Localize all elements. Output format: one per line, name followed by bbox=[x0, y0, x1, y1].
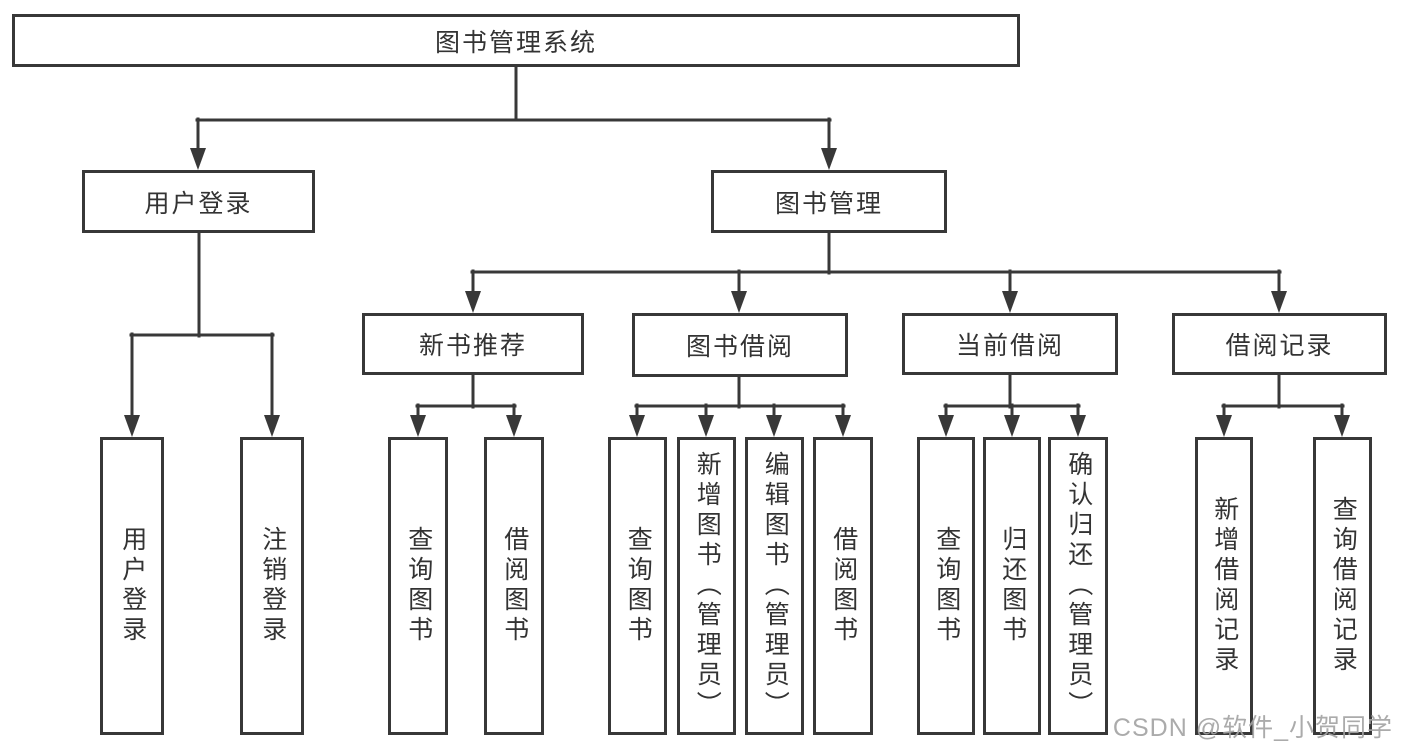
arrowhead-icon bbox=[1002, 291, 1018, 313]
leaf-label: 查询借阅记录 bbox=[1329, 496, 1358, 676]
leaf-label: 新增借阅记录 bbox=[1210, 496, 1239, 676]
node-current-borrowing: 当前借阅 bbox=[902, 313, 1118, 375]
leaf-user-login: 用户登录 bbox=[100, 437, 164, 735]
arrowhead-icon bbox=[766, 415, 782, 437]
node-book-management: 图书管理 bbox=[711, 170, 947, 233]
leaf-label: 查询图书 bbox=[624, 526, 653, 646]
node-book-borrowing: 图书借阅 bbox=[632, 313, 848, 377]
arrowhead-icon bbox=[1004, 415, 1020, 437]
leaf-label: 新增图书（管理员） bbox=[693, 451, 722, 721]
leaf-label: 借阅图书 bbox=[829, 526, 858, 646]
node-label: 图书管理 bbox=[774, 189, 883, 218]
node-user-login: 用户登录 bbox=[82, 170, 315, 233]
arrowhead-icon bbox=[465, 291, 481, 313]
node-library-management-system: 图书管理系统 bbox=[12, 14, 1020, 67]
arrowhead-icon bbox=[1070, 415, 1086, 437]
leaf-label: 编辑图书（管理员） bbox=[761, 451, 790, 721]
leaf-borrow-query-books: 查询图书 bbox=[608, 437, 667, 735]
leaf-label: 借阅图书 bbox=[500, 526, 529, 646]
arrowhead-icon bbox=[190, 148, 206, 170]
leaf-label: 查询图书 bbox=[404, 526, 433, 646]
leaf-recommend-query-books: 查询图书 bbox=[388, 437, 448, 735]
arrowhead-icon bbox=[835, 415, 851, 437]
leaf-return-books: 归还图书 bbox=[983, 437, 1041, 735]
leaf-label: 查询图书 bbox=[932, 526, 961, 646]
leaf-recommend-borrow-books: 借阅图书 bbox=[484, 437, 544, 735]
arrowhead-icon bbox=[506, 415, 522, 437]
leaf-add-books-admin: 新增图书（管理员） bbox=[677, 437, 736, 735]
node-new-book-recommendation: 新书推荐 bbox=[362, 313, 584, 375]
leaf-logout: 注销登录 bbox=[240, 437, 304, 735]
arrowhead-icon bbox=[410, 415, 426, 437]
leaf-add-borrow-record: 新增借阅记录 bbox=[1195, 437, 1253, 735]
node-borrowing-records: 借阅记录 bbox=[1172, 313, 1387, 375]
node-label: 用户登录 bbox=[144, 189, 253, 218]
arrowheads bbox=[124, 148, 1350, 437]
node-label: 新书推荐 bbox=[418, 332, 527, 360]
leaf-label: 归还图书 bbox=[998, 526, 1027, 646]
leaf-borrow-books: 借阅图书 bbox=[813, 437, 873, 735]
node-label: 图书借阅 bbox=[685, 333, 794, 361]
arrowhead-icon bbox=[698, 415, 714, 437]
arrowhead-icon bbox=[629, 415, 645, 437]
leaf-label: 确认归还（管理员） bbox=[1064, 451, 1093, 721]
node-label: 图书管理系统 bbox=[434, 28, 597, 57]
leaf-current-query-books: 查询图书 bbox=[917, 437, 975, 735]
connector-lines bbox=[129, 65, 1345, 421]
arrowhead-icon bbox=[938, 415, 954, 437]
arrowhead-icon bbox=[1271, 291, 1287, 313]
arrowhead-icon bbox=[1334, 415, 1350, 437]
leaf-query-borrow-record: 查询借阅记录 bbox=[1313, 437, 1372, 735]
arrowhead-icon bbox=[264, 415, 280, 437]
leaf-label: 注销登录 bbox=[258, 526, 287, 646]
arrowhead-icon bbox=[731, 291, 747, 313]
leaf-edit-books-admin: 编辑图书（管理员） bbox=[745, 437, 804, 735]
node-label: 借阅记录 bbox=[1225, 332, 1334, 360]
arrowhead-icon bbox=[1216, 415, 1232, 437]
arrowhead-icon bbox=[124, 415, 140, 437]
arrowhead-icon bbox=[821, 148, 837, 170]
leaf-label: 用户登录 bbox=[118, 526, 147, 646]
leaf-confirm-return-admin: 确认归还（管理员） bbox=[1048, 437, 1108, 735]
csdn-watermark: CSDN @软件_小贺同学 bbox=[1112, 714, 1393, 742]
node-label: 当前借阅 bbox=[955, 332, 1064, 360]
